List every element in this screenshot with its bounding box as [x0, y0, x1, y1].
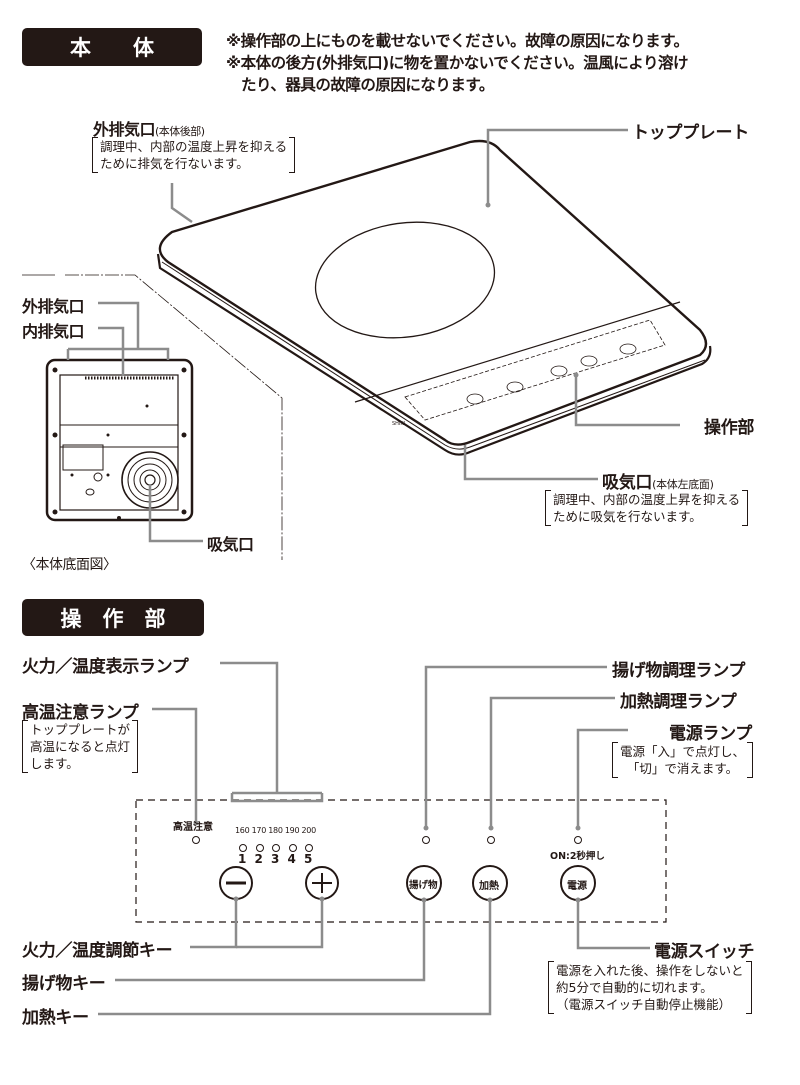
level-4: 4 [287, 852, 297, 866]
label-intake-text: 吸気口 [602, 473, 653, 493]
desc-line: します。 [30, 756, 79, 771]
desc-line: 調理中、内部の温度上昇を抑える [100, 139, 288, 154]
panel-temps: 160 170 180 190 200 [235, 826, 316, 835]
leader-temp-bracket [230, 793, 324, 803]
leader-intake [463, 445, 598, 481]
leader-power-temp-lamp [220, 661, 279, 793]
label-fry-key: 揚げ物キー [22, 974, 106, 994]
leader-top-plate [486, 128, 628, 205]
minus-button[interactable] [220, 867, 252, 899]
label-top-plate: トッププレート [632, 123, 749, 143]
panel-power-hint: ON:2秒押し [550, 851, 605, 862]
bottom-view-guide [22, 274, 283, 560]
label-intake: 吸気口(本体左底面) [602, 468, 714, 493]
panel-high-temp-label: 高温注意 [173, 822, 213, 833]
label-bottom-intake: 吸気口 [207, 535, 254, 554]
high-temp-lamp [192, 836, 200, 844]
temp-lamp-4 [289, 844, 297, 852]
temp-lamp-1 [239, 844, 247, 852]
leader-plus-key [236, 899, 324, 949]
section-badge-body-label: 本 体 [70, 36, 154, 60]
label-fry-lamp: 揚げ物調理ランプ [612, 661, 746, 681]
leader-outer-exhaust [170, 183, 193, 224]
level-5: 5 [304, 852, 313, 866]
desc-line: ために吸気を行ないます。 [553, 509, 702, 524]
label-power-temp-key: 火力／温度調節キー [22, 941, 173, 961]
desc-line: 調理中、内部の温度上昇を抑える [553, 492, 741, 507]
label-power-switch: 電源スイッチ [654, 942, 755, 962]
leader-power-lamp [576, 728, 628, 828]
desc-line: 高温になると点灯 [30, 739, 131, 754]
label-bottom-outer-exhaust: 外排気口 [22, 297, 85, 316]
fry-button[interactable]: 揚げ物 [409, 880, 438, 891]
body-note-1: ※操作部の上にものを載せないでください。故障の原因になります。 [226, 32, 689, 50]
label-heat-key: 加熱キー [22, 1008, 89, 1028]
label-high-temp-lamp: 高温注意ランプ [22, 703, 139, 723]
bottom-view-leaders [66, 301, 203, 543]
heat-lamp [487, 836, 495, 844]
temp-180: 180 [268, 826, 283, 835]
temp-lamp-3 [272, 844, 280, 852]
level-2: 2 [254, 852, 264, 866]
cooktop-body [156, 139, 712, 456]
leader-heat-lamp [489, 696, 615, 828]
desc-line: 「切」で消えます。 [626, 761, 739, 776]
label-outer-exhaust-sub: (本体後部) [155, 125, 205, 138]
desc-power-switch: 電源を入れた後、操作をしないと 約5分で自動的に切れます。 （電源スイッチ自動停… [548, 961, 752, 1014]
leader-control-panel [574, 375, 680, 427]
section-badge-control-label: 操 作 部 [60, 606, 166, 631]
label-bottom-inner-exhaust: 内排気口 [22, 322, 85, 341]
control-panel-diagram [98, 661, 667, 1016]
label-control-panel: 操作部 [704, 418, 755, 438]
bottom-view-caption: 〈本体底面図〉 [22, 557, 117, 573]
svg-text:SHIKI: SHIKI [392, 421, 405, 427]
temp-190: 190 [284, 826, 300, 835]
temp-lamp-5 [305, 844, 313, 852]
plus-icon [312, 873, 332, 893]
label-outer-exhaust-text: 外排気口 [93, 120, 156, 139]
body-notes: ※操作部の上にものを載せないでください。故障の原因になります。 ※本体の後方(外… [226, 30, 786, 96]
power-button[interactable]: 電源 [567, 881, 587, 892]
body-note-3: たり、器具の故障の原因になります。 [226, 76, 494, 94]
desc-power-lamp: 電源「入」で点灯し、 「切」で消えます。 [612, 742, 754, 778]
desc-intake: 調理中、内部の温度上昇を抑える ために吸気を行ないます。 [545, 490, 749, 526]
temp-170: 170 [251, 826, 267, 835]
label-power-temp-lamp: 火力／温度表示ランプ [22, 657, 189, 677]
section-badge-control: 操 作 部 [22, 599, 204, 636]
leader-fry-lamp [424, 665, 607, 828]
level-1: 1 [238, 852, 247, 866]
desc-line: （電源スイッチ自動停止機能） [556, 997, 732, 1012]
temp-lamp-2 [256, 844, 264, 852]
fry-lamp [422, 836, 430, 844]
leader-power-switch [576, 900, 650, 950]
power-lamp [574, 836, 582, 844]
temp-160: 160 [235, 826, 250, 835]
heat-button[interactable]: 加熱 [479, 881, 499, 892]
bottom-view [45, 358, 194, 522]
label-intake-sub: (本体左底面) [652, 478, 714, 491]
leader-minus-key [190, 899, 238, 949]
temp-200: 200 [301, 826, 317, 835]
desc-outer-exhaust: 調理中、内部の温度上昇を抑える ために排気を行ないます。 [92, 137, 296, 173]
mini-control-panel: SHIKI [392, 319, 666, 427]
level-3: 3 [271, 852, 280, 866]
label-heat-lamp: 加熱調理ランプ [620, 692, 737, 712]
plus-button[interactable] [306, 867, 338, 899]
leader-fry-key [115, 900, 426, 982]
desc-line: 約5分で自動的に切れます。 [556, 980, 713, 995]
desc-line: 電源を入れた後、操作をしないと [556, 963, 744, 978]
leader-high-temp [152, 707, 198, 823]
desc-line: トッププレートが [30, 722, 131, 737]
appliance-illustration: SHIKI [22, 128, 712, 560]
desc-line: ために排気を行ないます。 [100, 156, 249, 171]
panel-frame [135, 799, 667, 923]
label-outer-exhaust-top: 外排気口(本体後部) [93, 116, 205, 140]
body-note-2: ※本体の後方(外排気口)に物を置かないでください。温風により溶け [226, 54, 688, 72]
desc-high-temp: トッププレートが 高温になると点灯 します。 [22, 720, 139, 773]
leader-heat-key [98, 900, 492, 1016]
label-power-lamp: 電源ランプ [669, 724, 752, 744]
section-badge-body: 本 体 [22, 28, 202, 66]
desc-line: 電源「入」で点灯し、 [620, 744, 746, 759]
